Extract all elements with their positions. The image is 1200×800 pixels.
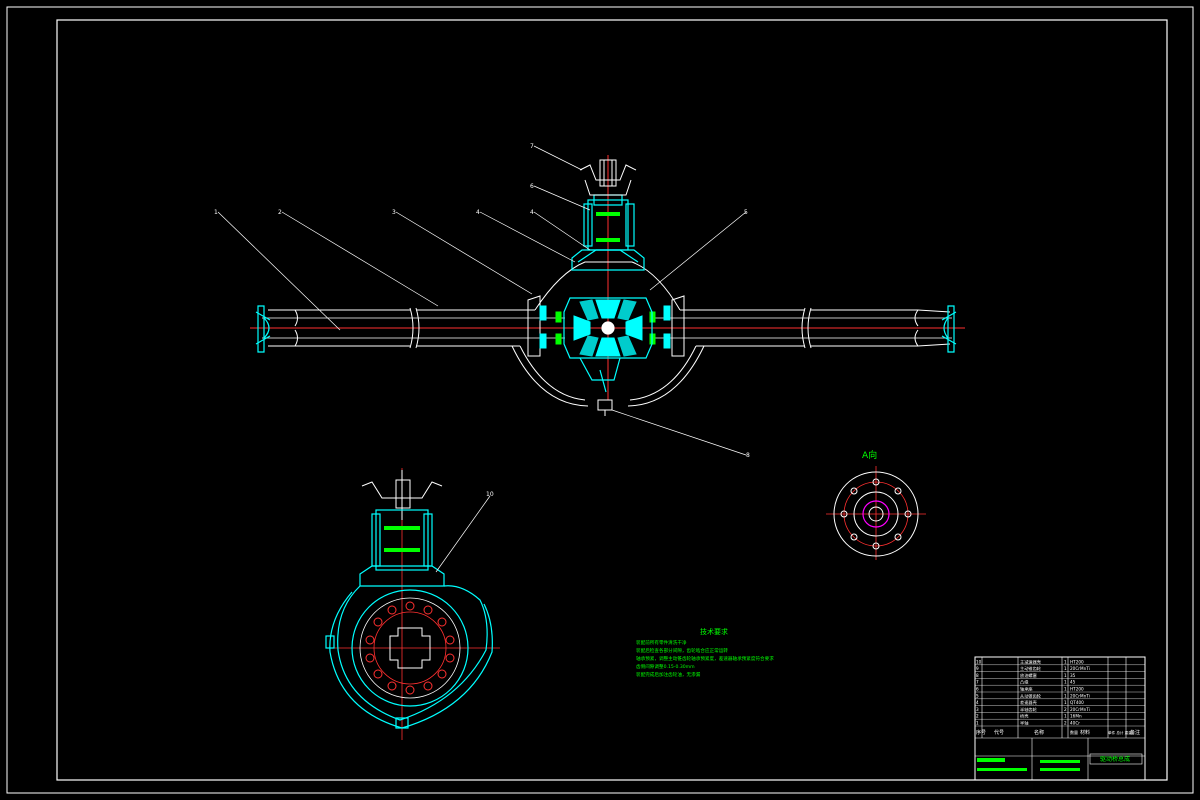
header-material: 材料: [1080, 729, 1090, 736]
part-no: 4: [976, 700, 979, 705]
part-name: 半轴齿轮: [1020, 706, 1038, 713]
pinion-housing: [571, 194, 645, 271]
header-name: 名称: [1034, 729, 1044, 736]
part-no: 10: [976, 659, 982, 664]
part-name: 主减速器壳: [1020, 658, 1042, 665]
left-end-flange: [255, 305, 271, 353]
part-name: 放油螺塞: [1020, 672, 1038, 679]
left-axle-tube: [268, 307, 589, 407]
outer-frame: [6, 6, 1194, 794]
part-material: 16Mn: [1070, 714, 1082, 719]
right-end-flange: [941, 305, 957, 353]
drain-plug: [597, 399, 613, 416]
input-flange: [579, 159, 637, 196]
part-qty: 2: [1064, 721, 1067, 726]
part-material: 20CrMnTi: [1070, 693, 1090, 698]
part-qty: 1: [1064, 714, 1067, 719]
part-qty: 1: [1064, 659, 1067, 664]
leader-8: 8: [746, 452, 750, 459]
part-no: 8: [976, 673, 979, 678]
part-no: 2: [976, 714, 979, 719]
side-view-bolt-circle: [365, 601, 455, 695]
header-weight: 单件 总计 重量: [1108, 730, 1132, 735]
pinion-bearings: [596, 212, 620, 242]
part-name: 轴承座: [1020, 686, 1033, 693]
part-name: 主动锥齿轮: [1020, 665, 1042, 672]
part-name: 从动锥齿轮: [1020, 692, 1042, 699]
part-qty: 1: [1064, 700, 1067, 705]
tech-req-line-4: 齿侧间隙调整0.15-0.30mm: [636, 663, 695, 670]
part-material: 20CrMnTi: [1070, 707, 1090, 712]
leader-3: 3: [392, 209, 396, 216]
part-name: 凸缘: [1020, 679, 1029, 686]
part-no: 6: [976, 687, 979, 692]
main-section-view: 7 6 4 1 2 3 4 5 8: [214, 143, 965, 459]
drawing-name: 驱动桥总成: [1100, 755, 1130, 763]
header-remark: 备注: [1130, 729, 1140, 736]
part-no: 5: [976, 693, 979, 698]
leader-4b: 4: [476, 209, 480, 216]
part-no: 7: [976, 680, 979, 685]
part-material: 20CrMnTi: [1070, 666, 1090, 671]
part-name: 半轴: [1020, 720, 1028, 727]
tech-req-line-3: 轴承预紧，调整主动锥齿轮轴承预紧度，差速器轴承预紧度符合要求: [636, 655, 774, 662]
a-view-label: A向: [862, 449, 877, 461]
leader-5: 5: [744, 209, 748, 216]
leader-lines: [217, 145, 747, 456]
part-qty: 1: [1064, 693, 1067, 698]
differential-housing: [527, 261, 685, 357]
a-view-flange: A向: [826, 449, 926, 560]
leader-2: 2: [278, 209, 282, 216]
part-qty: 1: [1064, 680, 1067, 685]
part-qty: 2: [1064, 707, 1067, 712]
differential-case: [563, 297, 653, 359]
tech-req-line-5: 装配完成后加注齿轮油，无渗漏: [636, 671, 701, 678]
part-material: 40Cr: [1070, 721, 1080, 726]
part-name: 桥壳: [1020, 713, 1029, 720]
leader-6: 6: [530, 183, 534, 190]
leader-7: 7: [530, 143, 534, 150]
header-no: 序号: [976, 729, 986, 736]
part-material: QT400: [1070, 700, 1084, 705]
part-material: HT200: [1070, 687, 1084, 692]
inner-frame: [56, 19, 1168, 781]
part-no: 9: [976, 666, 979, 671]
tech-req-line-2: 装配后检查各部分间隙，齿轮啮合应正常运转: [636, 647, 728, 654]
part-qty: 1: [1064, 687, 1067, 692]
leader-10: 10: [486, 491, 494, 498]
part-material: HT200: [1070, 659, 1084, 664]
part-name: 差速器壳: [1020, 699, 1038, 706]
tech-req-title: 技术要求: [700, 627, 728, 636]
part-material: 35: [1070, 673, 1076, 678]
leader-4a: 4: [530, 209, 534, 216]
part-qty: 1: [1064, 666, 1067, 671]
technical-requirements: 技术要求 装配前所有零件清洗干净 装配后检查各部分间隙，齿轮啮合应正常运转 轴承…: [636, 627, 774, 678]
side-view: 10: [325, 468, 500, 740]
part-qty: 1: [1064, 673, 1067, 678]
leader-numbers: 7 6 4 1 2 3 4 5 8: [214, 143, 750, 459]
part-no: 1: [976, 721, 979, 726]
part-material: 45: [1070, 680, 1076, 685]
header-code: 代号: [994, 729, 1004, 736]
header-qty: 数量: [1070, 729, 1078, 735]
right-axle-tube: [627, 307, 951, 407]
tech-req-line-1: 装配前所有零件清洗干净: [636, 639, 687, 646]
leader-1: 1: [214, 209, 218, 216]
planet-gears: [573, 299, 643, 357]
part-no: 3: [976, 707, 979, 712]
